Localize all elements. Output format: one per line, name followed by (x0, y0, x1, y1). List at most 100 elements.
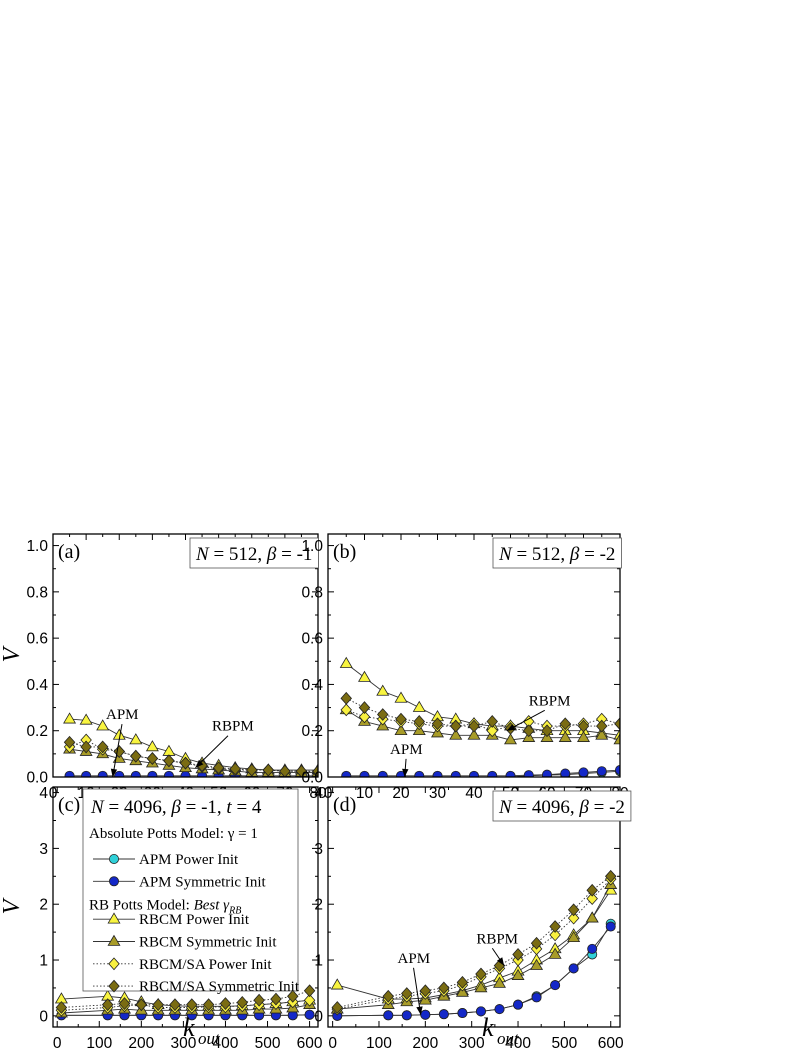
data-point (475, 1006, 486, 1017)
data-point (80, 740, 92, 754)
series-rbcm-sa-symmetric-init (340, 691, 620, 738)
y-tick-label: 0.2 (301, 723, 323, 740)
y-tick-label: 0 (314, 1008, 323, 1025)
parameter-box-frame (492, 790, 632, 822)
data-point (97, 770, 108, 777)
data-point (560, 768, 571, 777)
data-point (438, 981, 450, 995)
y-tick-label: 1 (39, 953, 48, 970)
data-point (412, 700, 426, 712)
y-tick-label: 0.2 (26, 723, 48, 740)
x-tick-label: 10 (356, 785, 374, 802)
legend-marker (109, 876, 120, 887)
series-line (346, 770, 620, 777)
data-point (474, 981, 488, 993)
data-point (558, 730, 572, 742)
annotation-text: RBPM (212, 719, 254, 735)
data-point (303, 993, 316, 1007)
x-axis-label-main: k (183, 1013, 195, 1042)
panel-a: 010203040506070800.00.20.40.60.81.0(a)N … (26, 533, 327, 802)
data-point (549, 920, 561, 933)
data-point (279, 764, 291, 777)
data-point (567, 911, 580, 925)
data-point (567, 930, 581, 942)
data-point (567, 903, 580, 917)
panel-b: 010203040506070800.00.20.40.60.81.0(b)N … (301, 533, 629, 802)
y-tick-label: 0.0 (26, 770, 48, 787)
x-tick-label: 600 (598, 1035, 624, 1048)
annotation-apm: APM (398, 951, 431, 1015)
data-point (270, 992, 282, 1006)
data-point (304, 1009, 315, 1020)
y-tick-label: 1.0 (26, 538, 48, 555)
data-point (146, 752, 159, 765)
plot-area (330, 869, 618, 1021)
data-point (96, 719, 110, 731)
series-line (346, 709, 620, 741)
plot-frame (327, 533, 621, 778)
parameter-value: 4096 (532, 797, 570, 818)
data-point (186, 998, 198, 1012)
data-point (577, 719, 590, 733)
data-point (163, 754, 175, 768)
data-point (130, 749, 142, 763)
data-point (358, 701, 371, 714)
data-point (253, 993, 265, 1007)
data-point (152, 998, 164, 1012)
data-point (419, 984, 432, 998)
data-point (81, 770, 92, 777)
parameter-text: N = 512, β = -2 (498, 544, 615, 565)
data-point (394, 691, 408, 703)
data-point (523, 770, 534, 777)
series-rbcm-sa-symmetric-init (63, 735, 318, 777)
data-point (339, 656, 353, 668)
annotation-text: APM (398, 951, 431, 967)
x-axis-label-left: k out (183, 1013, 221, 1048)
data-point (219, 997, 232, 1010)
y-axis-label-top: V (0, 645, 25, 662)
y-tick-label: 1.0 (301, 538, 323, 555)
data-point (530, 958, 544, 970)
data-point (377, 708, 389, 721)
data-point (504, 733, 517, 745)
y-tick-label: 0.0 (301, 770, 323, 787)
data-point (113, 745, 125, 758)
y-tick-label: 1 (314, 953, 323, 970)
parameter-text: N = 512, β = -1 (195, 544, 312, 565)
panel-label: (b) (333, 541, 356, 563)
x-tick-label: 400 (213, 1035, 239, 1048)
series-rbcm-symmetric-init (330, 877, 618, 1014)
x-tick-label: 40 (465, 785, 483, 802)
data-point (130, 770, 141, 777)
data-point (262, 763, 275, 777)
x-axis-label-sub: out (497, 1029, 520, 1048)
data-point (246, 763, 258, 777)
data-point (303, 984, 316, 998)
data-point (449, 728, 463, 740)
annotation-arrowhead (496, 957, 505, 966)
data-point (595, 728, 609, 740)
data-point (341, 770, 352, 777)
series-line (69, 741, 318, 772)
data-point (287, 989, 299, 1003)
data-point (382, 989, 394, 1003)
x-tick-label: 200 (128, 1035, 154, 1048)
x-axis-label-main: k (482, 1013, 494, 1042)
legend-marker (109, 854, 120, 865)
parameter-box: N = 512, β = -2 (492, 537, 622, 569)
series-line (337, 884, 612, 1010)
data-point (585, 911, 599, 923)
data-point (135, 998, 148, 1012)
data-point (568, 963, 579, 974)
parameter-box: N = 4096, β = -1, t = 4 (90, 797, 262, 818)
data-point (550, 980, 561, 991)
data-point (414, 770, 425, 777)
data-point (596, 766, 607, 777)
plot-frame (327, 786, 621, 1028)
annotation-arrowhead (416, 1006, 423, 1015)
data-point (401, 1010, 412, 1021)
annotation-arrowhead (195, 759, 204, 768)
